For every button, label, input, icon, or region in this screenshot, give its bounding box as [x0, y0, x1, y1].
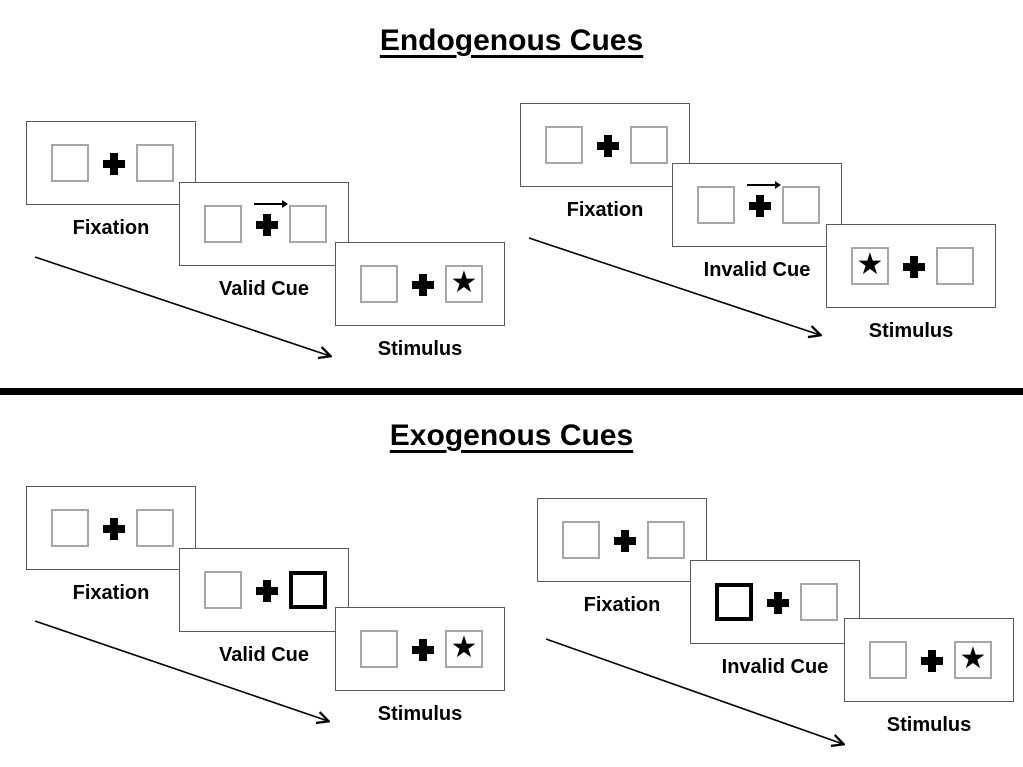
panel-label: Stimulus	[377, 338, 463, 360]
fixation-cross-icon	[921, 650, 943, 672]
fixation-cross-area	[747, 164, 781, 248]
fixation-cross-area	[254, 549, 288, 633]
fixation-cross-icon	[903, 256, 925, 278]
fixation-cross-area	[101, 122, 135, 206]
left-box: ★	[51, 509, 89, 547]
panel-valid-cue: ★ ★	[179, 548, 349, 632]
cue-arrow-icon	[254, 200, 288, 208]
left-box: ★	[360, 630, 398, 668]
star-icon: ★	[450, 630, 478, 664]
right-box: ★	[289, 205, 327, 243]
right-box: ★	[936, 247, 974, 285]
left-box: ★	[360, 265, 398, 303]
panel-label: Fixation	[583, 594, 661, 616]
panel-label: Valid Cue	[218, 278, 310, 300]
section-title-exogenous: Exogenous Cues	[389, 419, 634, 452]
fixation-cross-area	[254, 183, 288, 267]
panel-label: Fixation	[72, 582, 150, 604]
fixation-cross-icon	[614, 530, 636, 552]
right-box: ★	[630, 126, 668, 164]
fixation-cross-area	[765, 561, 799, 645]
panel-stimulus: ★ ★	[335, 607, 505, 691]
right-box: ★	[289, 571, 327, 609]
panel-fixation: ★ ★	[26, 486, 196, 570]
right-box: ★	[136, 144, 174, 182]
left-box: ★	[869, 641, 907, 679]
panel-stimulus: ★ ★	[826, 224, 996, 308]
star-icon: ★	[959, 641, 987, 675]
fixation-cross-icon	[103, 153, 125, 175]
section-divider	[0, 388, 1023, 395]
left-box: ★	[51, 144, 89, 182]
left-box: ★	[851, 247, 889, 285]
cue-arrow-icon	[747, 181, 781, 189]
fixation-cross-area	[595, 104, 629, 188]
right-box: ★	[445, 630, 483, 668]
panel-fixation: ★ ★	[537, 498, 707, 582]
fixation-cross-icon	[749, 195, 771, 217]
panel-fixation: ★ ★	[520, 103, 690, 187]
fixation-cross-area	[101, 487, 135, 571]
timeline-arrow-endogenous-invalid	[528, 237, 820, 335]
panel-stimulus: ★ ★	[844, 618, 1014, 702]
left-box: ★	[204, 205, 242, 243]
section-title-endogenous: Endogenous Cues	[379, 24, 644, 57]
right-box: ★	[782, 186, 820, 224]
fixation-cross-area	[919, 619, 953, 703]
fixation-cross-area	[410, 243, 444, 327]
fixation-cross-icon	[103, 518, 125, 540]
panel-label: Invalid Cue	[703, 259, 811, 281]
panel-label: Fixation	[72, 217, 150, 239]
right-box: ★	[954, 641, 992, 679]
left-box: ★	[697, 186, 735, 224]
panel-label: Valid Cue	[218, 644, 310, 666]
panel-label: Stimulus	[868, 320, 954, 342]
panel-label: Stimulus	[886, 714, 972, 736]
fixation-cross-area	[612, 499, 646, 583]
left-box: ★	[562, 521, 600, 559]
fixation-cross-icon	[256, 214, 278, 236]
timeline-arrow-exogenous-valid	[34, 620, 328, 721]
panel-label: Stimulus	[377, 703, 463, 725]
fixation-cross-icon	[256, 580, 278, 602]
panel-invalid-cue: ★ ★	[672, 163, 842, 247]
fixation-cross-icon	[767, 592, 789, 614]
panel-stimulus: ★ ★	[335, 242, 505, 326]
star-icon: ★	[856, 247, 884, 281]
fixation-cross-icon	[597, 135, 619, 157]
right-box: ★	[136, 509, 174, 547]
panel-fixation: ★ ★	[26, 121, 196, 205]
right-box: ★	[445, 265, 483, 303]
left-box: ★	[715, 583, 753, 621]
right-box: ★	[800, 583, 838, 621]
panel-label: Invalid Cue	[721, 656, 829, 678]
panel-label: Fixation	[566, 199, 644, 221]
star-icon: ★	[450, 265, 478, 299]
fixation-cross-icon	[412, 639, 434, 661]
fixation-cross-icon	[412, 274, 434, 296]
panel-valid-cue: ★ ★	[179, 182, 349, 266]
panel-invalid-cue: ★ ★	[690, 560, 860, 644]
fixation-cross-area	[901, 225, 935, 309]
timeline-arrow-endogenous-valid	[34, 256, 330, 356]
right-box: ★	[647, 521, 685, 559]
left-box: ★	[204, 571, 242, 609]
fixation-cross-area	[410, 608, 444, 692]
timeline-arrow-exogenous-invalid	[545, 638, 843, 744]
left-box: ★	[545, 126, 583, 164]
